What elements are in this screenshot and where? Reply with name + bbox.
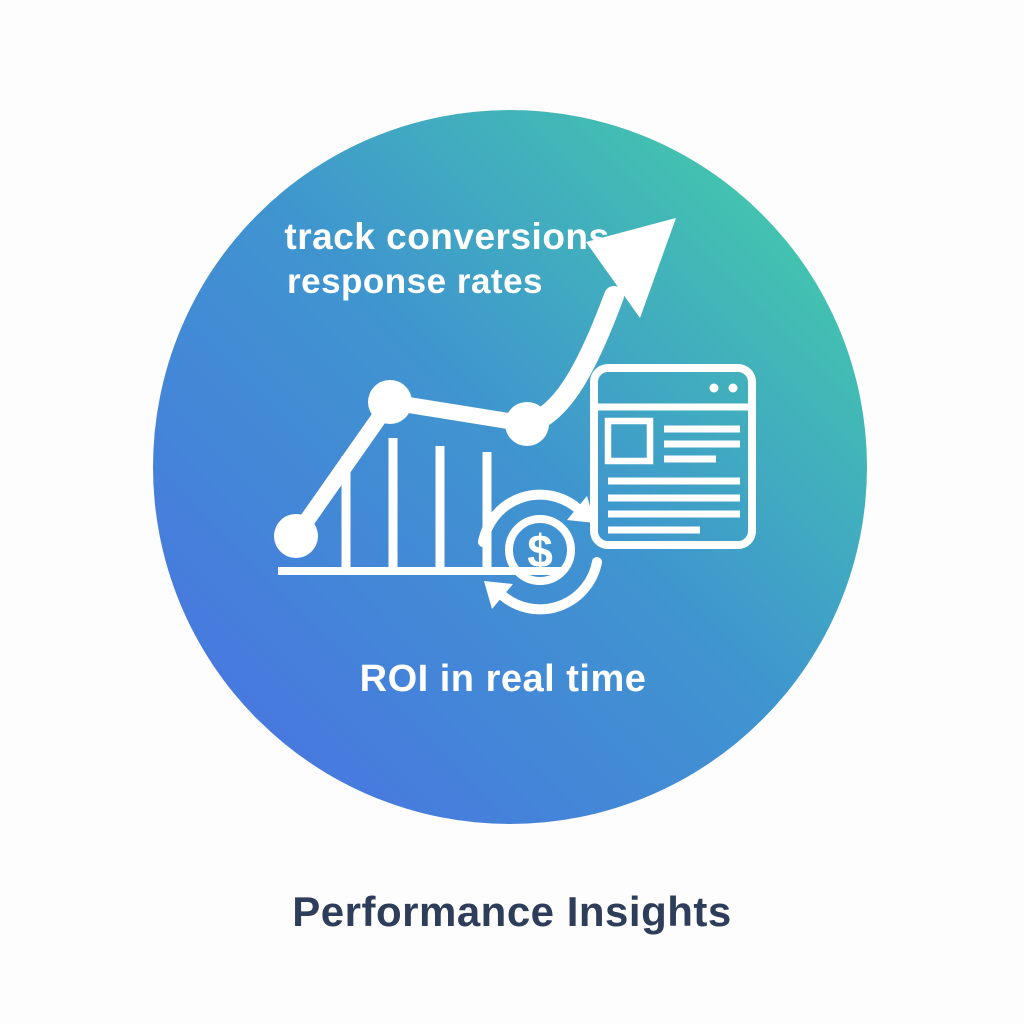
label-roi-real-time: ROI in real time [359, 658, 647, 700]
caption-performance-insights: Performance Insights [292, 888, 732, 935]
label-track-conversions: track conversions [284, 216, 610, 257]
label-response-rates: response rates [286, 262, 544, 301]
